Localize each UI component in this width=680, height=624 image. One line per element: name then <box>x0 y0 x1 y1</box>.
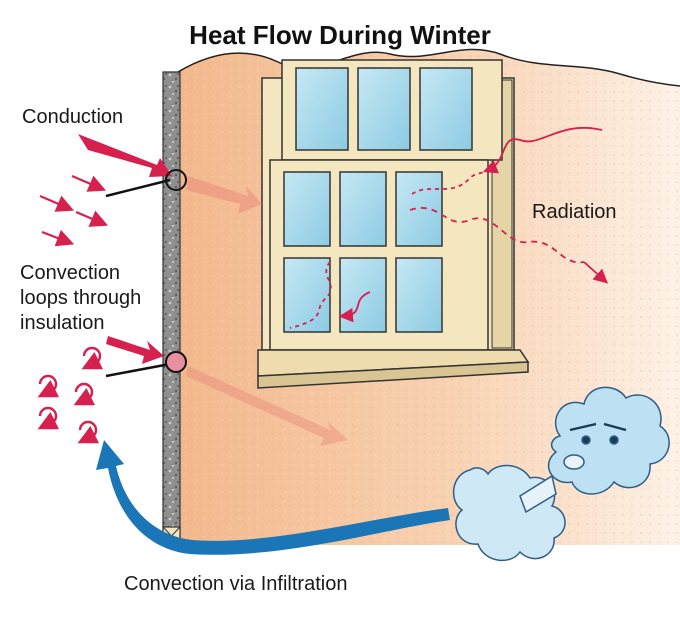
conduction-arrow-icon <box>78 134 172 177</box>
conduction-detail-circle <box>165 169 187 191</box>
convection-detail-circle <box>165 351 187 373</box>
convection-loops-label: Convection loops through insulation <box>20 262 142 334</box>
convection-loop-icon <box>37 346 104 444</box>
wind-cloud-face-icon <box>452 386 670 562</box>
conduction-label: Conduction <box>22 106 124 128</box>
conduction-glow-arrow <box>186 176 262 214</box>
insulation-layer <box>162 71 181 546</box>
convection-glow-arrow <box>186 366 348 446</box>
radiation-label: Radiation <box>532 201 617 223</box>
conduction-small-arrows <box>39 174 109 247</box>
infiltration-label: Convection via Infiltration <box>124 573 348 595</box>
radiation-wavy-arrow-icon <box>289 127 609 329</box>
window <box>257 59 530 389</box>
diagram-title: Heat Flow During Winter <box>189 20 491 50</box>
convection-pointer-arrow <box>106 336 164 364</box>
infiltration-arrow-icon <box>96 440 450 555</box>
